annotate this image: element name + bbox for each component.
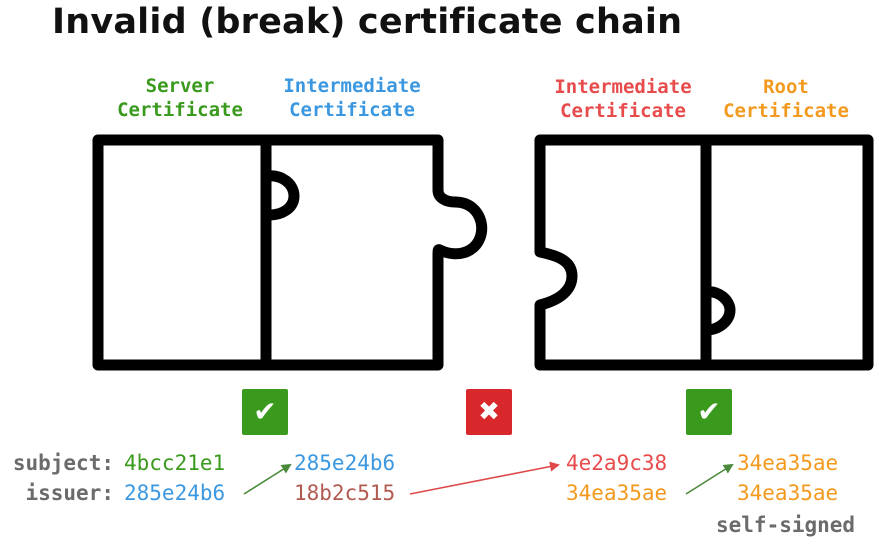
server-issuer: 285e24b6: [124, 481, 226, 505]
intermediate-issuer: 18b2c515: [294, 481, 396, 505]
root-certificate-label: Root Certificate: [716, 75, 856, 123]
label-line-1: Root: [763, 76, 809, 98]
label-line-2: Certificate: [117, 99, 243, 121]
intermediate-2-issuer: 34ea35ae: [566, 481, 668, 505]
label-line-1: Intermediate: [554, 76, 692, 98]
cross-icon: ✖: [478, 397, 500, 427]
intermediate-certificate-label: Intermediate Certificate: [272, 74, 432, 122]
root-issuer: 34ea35ae: [737, 481, 839, 505]
valid-badge: ✔: [242, 389, 288, 435]
invalid-badge: ✖: [466, 389, 512, 435]
valid-badge: ✔: [686, 389, 732, 435]
root-puzzle-piece: [700, 134, 874, 371]
issuer-mismatch-arrow: [409, 461, 560, 495]
label-line-2: Certificate: [723, 100, 849, 122]
label-line-1: Server: [145, 75, 215, 97]
intermediate-2-puzzle-piece: [534, 134, 712, 371]
self-signed-label: self-signed: [716, 513, 856, 537]
root-subject: 34ea35ae: [737, 451, 839, 475]
issuer-row-label: issuer:: [25, 481, 114, 505]
check-icon: ✔: [253, 395, 277, 428]
intermediate-2-subject: 4e2a9c38: [566, 451, 668, 475]
label-line-2: Certificate: [560, 100, 686, 122]
intermediate-puzzle-piece: [260, 134, 488, 371]
label-line-2: Certificate: [289, 99, 415, 121]
issuer-match-arrow-1: [243, 463, 292, 495]
server-puzzle-piece: [92, 134, 272, 371]
page-title: Invalid (break) certificate chain: [52, 2, 683, 42]
subject-row-label: subject:: [12, 451, 114, 475]
server-subject: 4bcc21e1: [124, 451, 226, 475]
intermediate-certificate-2-label: Intermediate Certificate: [543, 75, 703, 123]
check-icon: ✔: [697, 395, 721, 428]
label-line-1: Intermediate: [283, 75, 421, 97]
server-certificate-label: Server Certificate: [110, 74, 250, 122]
intermediate-subject: 285e24b6: [294, 451, 396, 475]
issuer-match-arrow-2: [685, 463, 734, 495]
